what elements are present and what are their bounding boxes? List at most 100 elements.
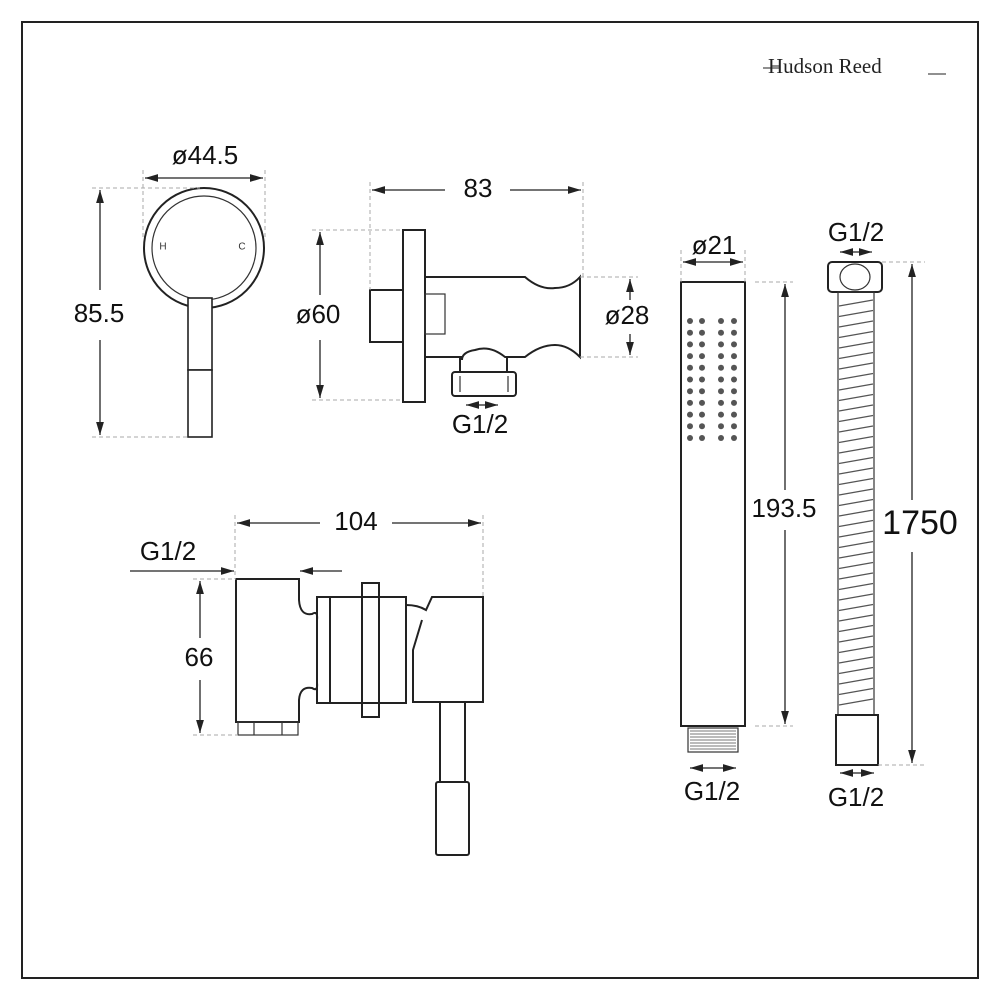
nozzle-dot [718,399,724,406]
coil-line [838,414,874,423]
outlet-inner [424,293,446,335]
nozzle-dot [731,399,737,406]
outlet-flange [402,229,426,403]
coil-line [838,593,874,601]
nozzle-dot [687,341,693,348]
coil-line [838,488,874,496]
coil-line [838,320,874,328]
nozzle-dot [731,376,737,383]
hose-coils [838,299,874,706]
coil-line [838,551,874,559]
nozzle-dot [687,399,693,406]
nozzle-dot [718,388,724,395]
valve-thread-label: G1/2 [140,536,196,566]
outlet-stub [369,289,404,343]
coil-line [838,677,874,685]
coil-line [838,425,874,433]
nozzle-dot [699,423,705,430]
coil-line [838,299,874,307]
coil-line [838,614,874,622]
hose-length-label: 1750 [882,504,958,542]
brand-logo: Hudson Reed [763,54,946,78]
coil-line [838,456,874,465]
nozzle-dot [718,318,724,324]
nozzle-dot [687,329,693,336]
shower-diameter-label: ø21 [692,230,737,260]
nozzle-dot [687,318,693,324]
outlet-thread-label: G1/2 [452,409,508,439]
coil-line [838,698,874,706]
valve-flange [361,582,380,718]
coil-line [838,309,874,318]
coil-line [838,540,874,549]
shower-thread-label: G1/2 [684,776,740,806]
nozzle-dot [718,423,724,430]
coil-line [838,530,874,538]
handle-diameter-label: ø44.5 [172,140,239,170]
nozzle-dot [699,353,705,360]
coil-line [838,498,874,507]
nozzle-dot [731,341,737,348]
coil-line [838,603,874,612]
outlet-nut [451,371,517,397]
coil-line [838,624,874,633]
hand-shower-thread [687,727,739,753]
coil-line [838,645,874,654]
coil-line [838,362,874,370]
lever-grip [187,369,213,438]
coil-line [838,435,874,444]
outlet-length-label: 83 [464,173,493,203]
nozzle-dot [731,388,737,395]
coil-line [838,687,874,696]
nozzle-dot [699,388,705,395]
nozzle-dot [699,329,705,336]
coil-line [838,666,874,675]
outlet-body [424,274,581,361]
coil-line [838,404,874,412]
coil-line [838,635,874,643]
handle-height-label: 85.5 [74,298,125,328]
spray-nozzles [687,318,737,441]
valve-body [235,578,319,723]
hose-bottom-thread-label: G1/2 [828,782,884,812]
valve-handle-body [405,596,484,703]
coil-line [838,519,874,528]
lever-upper [187,297,213,371]
holder-diameter-label: ø28 [605,300,650,330]
nozzle-dot [718,364,724,371]
shower-length-label: 193.5 [751,493,816,523]
hot-mark: H [159,242,166,253]
coil-line [838,572,874,580]
hose-view: G1/2 1750 G1/2 [827,217,958,812]
valve-lever [439,701,466,783]
nozzle-dot [687,353,693,360]
nozzle-dot [687,411,693,418]
valve-lever-grip [435,781,470,856]
coil-line [838,393,874,402]
nozzle-dot [687,435,693,441]
hose-bottom-cone [835,714,879,766]
nozzle-dot [699,399,705,406]
nozzle-dot [687,376,693,383]
coil-line [838,477,874,486]
nozzle-dot [718,435,724,441]
nozzle-dot [699,376,705,383]
outlet-nozzle [459,357,508,373]
nozzle-dot [718,353,724,360]
hose-top-thread-label: G1/2 [828,217,884,247]
coil-line [838,467,874,475]
flange-diameter-label: ø60 [296,299,341,329]
wall-outlet-view: 83 ø60 ø28 G1/2 [296,173,650,439]
drawing-frame [21,21,979,979]
nozzle-dot [731,353,737,360]
coil-line [838,582,874,591]
nozzle-dot [699,341,705,348]
nozzle-dot [718,411,724,418]
coil-line [838,561,874,570]
nozzle-dot [718,376,724,383]
valve-side-view: 104 G1/2 66 [130,506,484,856]
nozzle-dot [687,388,693,395]
nozzle-dot [687,423,693,430]
nozzle-dot [718,329,724,336]
